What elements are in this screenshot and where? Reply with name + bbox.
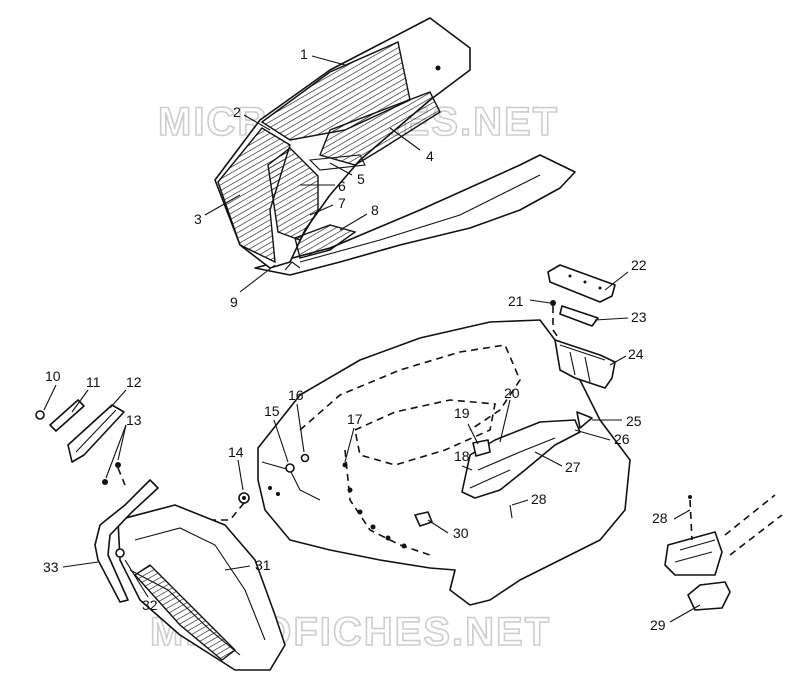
callout-labels: 1 2 3 4 5 6 7 8 9 10 11 12 13 14 15 16 1… xyxy=(43,46,668,633)
callout-20: 20 xyxy=(504,385,520,401)
bolt-32 xyxy=(115,548,125,558)
callout-33: 33 xyxy=(43,559,59,575)
callout-23: 23 xyxy=(631,309,647,325)
callout-26: 26 xyxy=(614,431,630,447)
console-parts xyxy=(461,264,616,519)
callout-3: 3 xyxy=(194,211,202,227)
hood-assembly xyxy=(214,17,576,276)
callout-4: 4 xyxy=(426,148,434,164)
callout-28-b: 28 xyxy=(652,510,668,526)
hinge-parts xyxy=(664,494,783,611)
fastener-15 xyxy=(285,463,295,473)
pad-23 xyxy=(559,305,599,327)
callout-10: 10 xyxy=(45,368,61,384)
hinge-plate xyxy=(664,531,723,576)
callout-21: 21 xyxy=(508,293,524,309)
callout-31: 31 xyxy=(255,557,271,573)
bracket-29 xyxy=(687,581,731,611)
callout-9: 9 xyxy=(230,294,238,310)
bumper-31 xyxy=(117,504,286,671)
bumper-grille xyxy=(133,564,237,661)
callout-30: 30 xyxy=(453,525,469,541)
callout-14: 14 xyxy=(228,444,244,460)
clip-25 xyxy=(576,411,593,429)
strip-11 xyxy=(49,399,85,432)
cover-22 xyxy=(547,264,616,303)
screw-21 xyxy=(550,300,556,306)
hood-panel-8 xyxy=(294,224,357,259)
callout-8: 8 xyxy=(371,202,379,218)
hood-panel-4 xyxy=(319,91,441,166)
callout-19: 19 xyxy=(454,405,470,421)
callout-6: 6 xyxy=(338,178,346,194)
leader-lines xyxy=(43,55,701,623)
callout-28-a: 28 xyxy=(531,491,547,507)
callout-15: 15 xyxy=(264,403,280,419)
callout-1: 1 xyxy=(300,46,308,62)
callout-7: 7 xyxy=(338,195,346,211)
body-pan xyxy=(257,319,631,606)
callout-29: 29 xyxy=(650,617,666,633)
callout-12: 12 xyxy=(126,374,142,390)
bumper-parts xyxy=(35,399,286,671)
callout-24: 24 xyxy=(628,346,644,362)
hood-side-rail xyxy=(254,154,576,276)
callout-11: 11 xyxy=(86,374,101,390)
callout-22: 22 xyxy=(631,257,647,273)
bracket-12 xyxy=(67,404,125,463)
callout-25: 25 xyxy=(626,413,642,429)
handle-33 xyxy=(94,479,159,603)
callout-2: 2 xyxy=(233,104,241,120)
callout-17: 17 xyxy=(347,411,363,427)
hood-panel-6 xyxy=(267,147,319,241)
callout-18: 18 xyxy=(454,448,470,464)
callout-13: 13 xyxy=(126,412,142,428)
clip-19 xyxy=(472,439,491,457)
fastener-16 xyxy=(300,453,310,463)
callout-5: 5 xyxy=(357,171,365,187)
bolt-10 xyxy=(35,410,45,420)
callout-27: 27 xyxy=(565,459,581,475)
callout-32: 32 xyxy=(142,597,158,613)
callout-16: 16 xyxy=(288,387,304,403)
